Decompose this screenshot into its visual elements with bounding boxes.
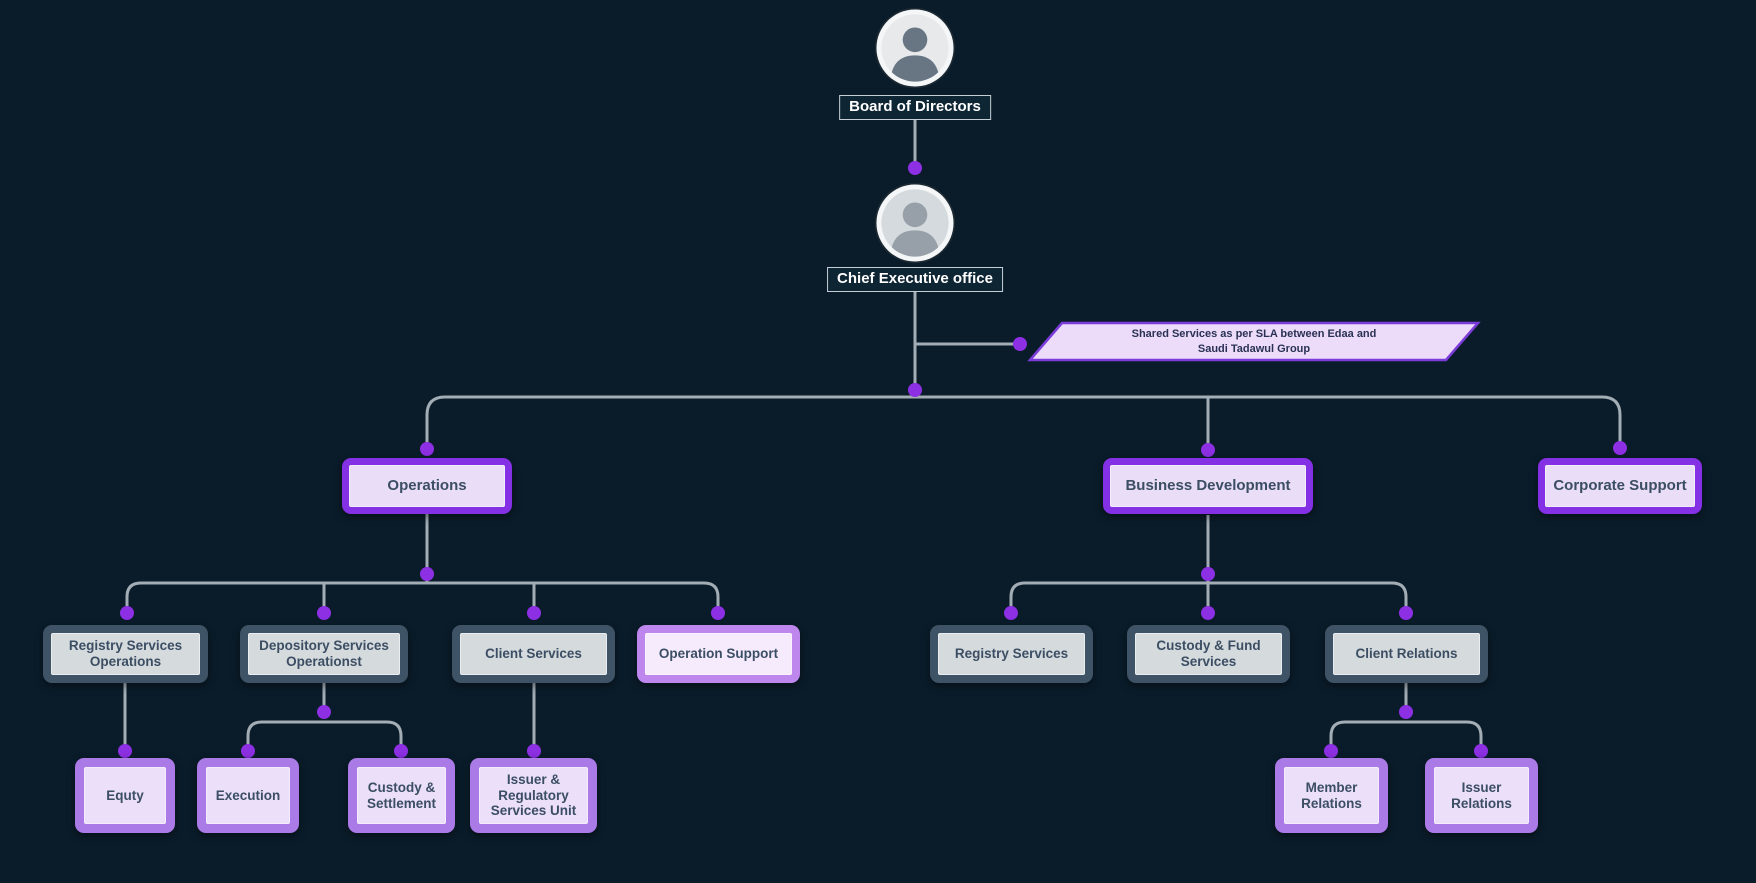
node-corporate-support-label: Corporate Support	[1553, 477, 1687, 495]
node-inner: Client Relations	[1333, 633, 1480, 675]
node-execution-label: Execution	[215, 787, 281, 803]
node-issuer-regulatory-services-unit-label: Issuer & Regulatory Services Unit	[490, 772, 577, 819]
node-inner: Custody & Fund Services	[1135, 633, 1282, 675]
node-custody-settlement[interactable]: Custody & Settlement	[348, 758, 455, 833]
node-inner: Registry Services Operations	[51, 633, 200, 675]
shared-services-note: Shared Services as per SLA between Edaa …	[1062, 323, 1446, 360]
node-client-services[interactable]: Client Services	[452, 625, 615, 683]
connector-dots	[118, 161, 1627, 758]
node-corporate-support[interactable]: Corporate Support	[1538, 458, 1702, 514]
node-inner: Equty	[84, 767, 166, 824]
wire-main-rail	[425, 395, 1622, 449]
note-line2: Saudi Tadawul Group	[1197, 342, 1311, 355]
node-custody-fund-services-label: Custody & Fund Services	[1156, 638, 1261, 669]
board-label-text: Board of Directors	[849, 98, 981, 115]
node-registry-services-operations-label: Registry Services Operations	[68, 638, 183, 669]
person-icon	[874, 182, 956, 264]
ceo-avatar[interactable]	[874, 182, 956, 264]
node-member-relations-label: Member Relations	[1301, 779, 1362, 811]
node-execution[interactable]: Execution	[197, 758, 299, 833]
ceo-label: Chief Executive office	[827, 267, 1003, 292]
node-depository-services-operationst-label: Depository Services Operationst	[259, 638, 389, 669]
node-registry-services-label: Registry Services	[954, 646, 1069, 662]
board-avatar[interactable]	[874, 7, 956, 89]
node-equty-label: Equty	[106, 787, 144, 803]
node-issuer-regulatory-services-unit[interactable]: Issuer & Regulatory Services Unit	[470, 758, 597, 833]
node-business-development-label: Business Development	[1125, 477, 1291, 495]
node-custody-settlement-label: Custody & Settlement	[366, 779, 437, 811]
node-inner: Execution	[206, 767, 290, 824]
node-client-relations[interactable]: Client Relations	[1325, 625, 1488, 683]
node-inner: Member Relations	[1284, 767, 1379, 824]
node-operations-label: Operations	[387, 477, 467, 495]
node-client-relations-label: Client Relations	[1355, 646, 1458, 662]
wire-depository-rail	[246, 720, 403, 751]
node-inner: Registry Services	[938, 633, 1085, 675]
node-member-relations[interactable]: Member Relations	[1275, 758, 1388, 833]
node-business-development[interactable]: Business Development	[1103, 458, 1313, 514]
node-inner: Operations	[349, 465, 505, 507]
shared-services-note-shape	[1027, 321, 1481, 362]
node-inner: Operation Support	[645, 633, 792, 675]
wire-operations-rail	[125, 581, 720, 613]
note-line1: Shared Services as per SLA between Edaa …	[1131, 327, 1377, 340]
node-client-services-label: Client Services	[485, 646, 582, 662]
node-inner: Business Development	[1110, 465, 1306, 507]
node-registry-services[interactable]: Registry Services	[930, 625, 1093, 683]
node-operation-support[interactable]: Operation Support	[637, 625, 800, 683]
node-inner: Depository Services Operationst	[248, 633, 400, 675]
node-issuer-relations[interactable]: Issuer Relations	[1425, 758, 1538, 833]
node-registry-services-operations[interactable]: Registry Services Operations	[43, 625, 208, 683]
node-inner: Custody & Settlement	[357, 767, 446, 824]
node-custody-fund-services[interactable]: Custody & Fund Services	[1127, 625, 1290, 683]
node-issuer-relations-label: Issuer Relations	[1451, 779, 1512, 811]
person-icon	[874, 7, 956, 89]
node-inner: Issuer Relations	[1434, 767, 1529, 824]
node-equty[interactable]: Equty	[75, 758, 175, 833]
node-depository-services-operationst[interactable]: Depository Services Operationst	[240, 625, 408, 683]
node-operations[interactable]: Operations	[342, 458, 512, 514]
ceo-label-text: Chief Executive office	[837, 270, 993, 287]
node-inner: Corporate Support	[1545, 465, 1695, 507]
wire-client-relations-rail	[1329, 720, 1483, 751]
board-label: Board of Directors	[839, 95, 991, 120]
node-inner: Client Services	[460, 633, 607, 675]
node-inner: Issuer & Regulatory Services Unit	[479, 767, 588, 824]
node-operation-support-label: Operation Support	[658, 646, 779, 662]
